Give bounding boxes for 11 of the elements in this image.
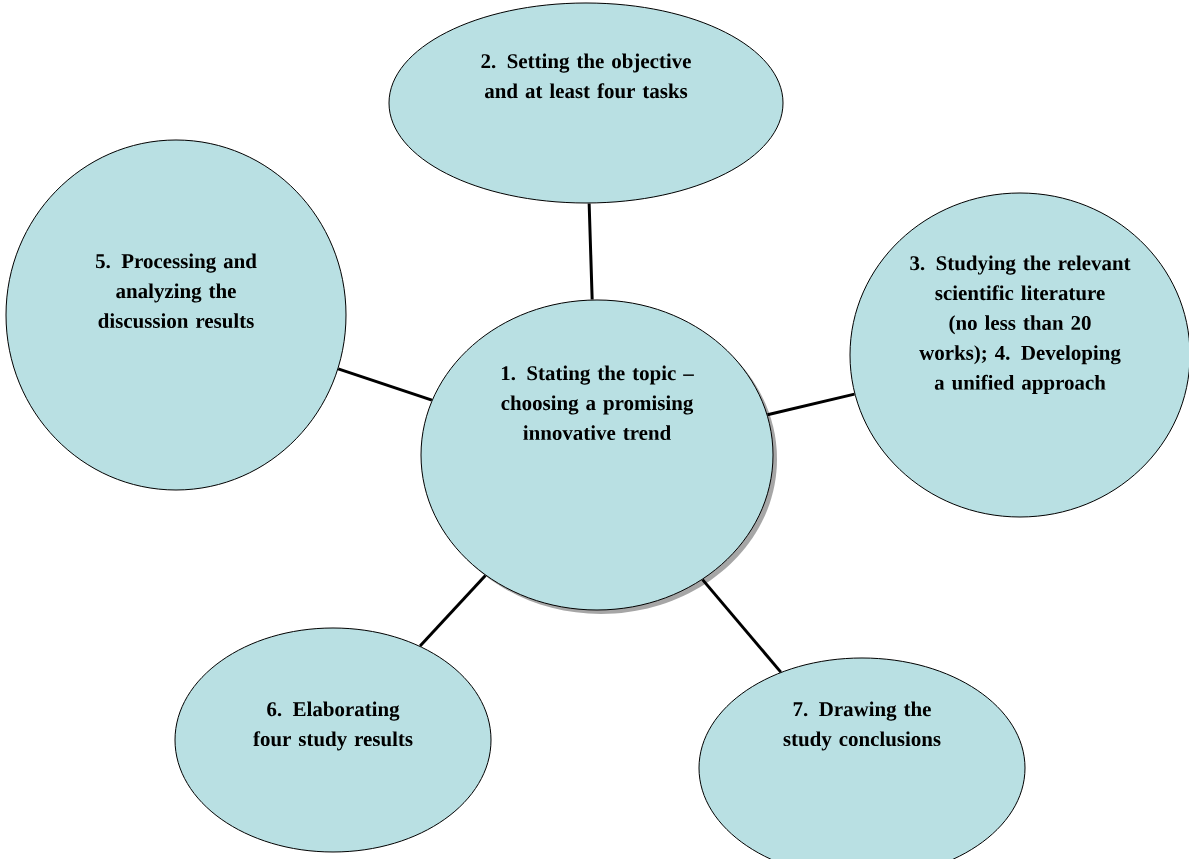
ellipse-node: 7. Drawing the study conclusions <box>698 657 1026 859</box>
connector-line <box>419 574 487 647</box>
connector-line <box>337 367 433 402</box>
ellipse-node: 6. Elaborating four study results <box>174 627 492 853</box>
ellipse-node: 2. Setting the objective and at least four tasks <box>388 2 784 204</box>
ellipse-node: 5. Processing and analyzing the discussion results <box>5 139 347 491</box>
connector-line <box>587 203 594 300</box>
ellipse-node: 3. Studying the relevant scientific literature (no less than 20 works); 4. Developing a unified approach <box>849 192 1189 518</box>
connector-line <box>767 392 855 417</box>
connector-line <box>701 578 782 674</box>
ellipse-node: 1. Stating the topic – choosing a promising innovative trend <box>420 299 777 614</box>
